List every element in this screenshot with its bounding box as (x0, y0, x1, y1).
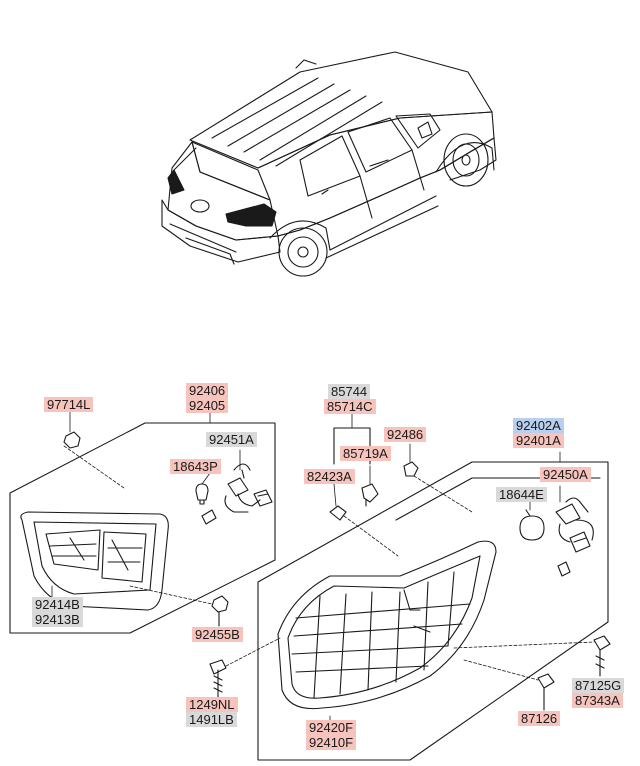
bulb-18643P (196, 484, 208, 500)
screw-1249NL (210, 660, 226, 674)
clip-82423A (330, 506, 346, 520)
label-1491LB[interactable]: 1491LB (186, 712, 237, 727)
label-85744[interactable]: 85744 (328, 384, 371, 399)
label-92410F[interactable]: 92410F (306, 735, 357, 750)
screw-92455B (212, 596, 228, 612)
vehicle-illustration (162, 52, 496, 276)
inner-lamp-housing (21, 512, 168, 610)
label-1249NL[interactable]: 1249NL (186, 697, 238, 712)
label-92405[interactable]: 92405 (186, 398, 229, 413)
label-85714C[interactable]: 85714C (324, 399, 376, 414)
label-97714L[interactable]: 97714L (44, 397, 94, 412)
screw-87126 (538, 674, 554, 688)
label-92455B[interactable]: 92455B (192, 627, 243, 642)
center-fastener-parts (330, 414, 472, 556)
label-18643P[interactable]: 18643P (170, 459, 221, 474)
label-92414B[interactable]: 92414B (32, 597, 83, 612)
label-92402A[interactable]: 92402A (513, 418, 564, 433)
label-92420F[interactable]: 92420F (306, 720, 357, 735)
label-87343A[interactable]: 87343A (572, 693, 623, 708)
clip-85719A (362, 484, 378, 502)
label-92413B[interactable]: 92413B (32, 612, 83, 627)
label-92486[interactable]: 92486 (384, 427, 427, 442)
label-82423A[interactable]: 82423A (304, 469, 355, 484)
label-85719A[interactable]: 85719A (340, 446, 391, 461)
label-87126[interactable]: 87126 (518, 711, 561, 726)
label-18644E[interactable]: 18644E (496, 487, 547, 502)
outer-lamp-lens (278, 541, 496, 709)
label-92406[interactable]: 92406 (186, 383, 229, 398)
label-92450A[interactable]: 92450A (540, 467, 591, 482)
nut-97714L (64, 432, 80, 448)
bulb-18644E (520, 516, 544, 540)
outer-lamp-assembly (210, 452, 610, 760)
socket-wiring-92450A (566, 498, 588, 512)
label-92451A[interactable]: 92451A (206, 432, 257, 447)
label-92401A[interactable]: 92401A (513, 433, 564, 448)
label-87125G[interactable]: 87125G (572, 678, 625, 693)
screw-87125G (594, 636, 610, 650)
socket-wiring-92451A (228, 478, 248, 496)
nut-92486 (404, 462, 418, 476)
